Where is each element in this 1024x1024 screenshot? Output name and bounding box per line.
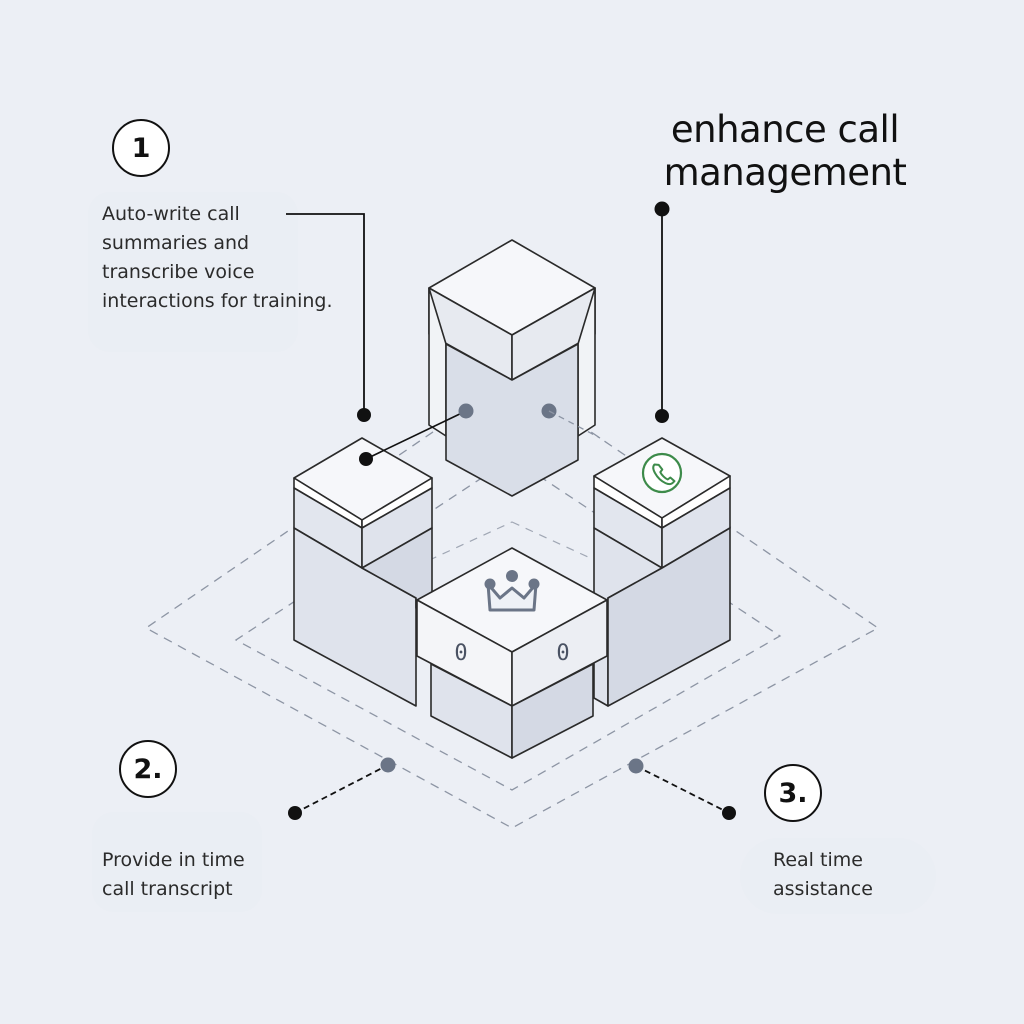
step-1-connector [286, 213, 365, 415]
outer-dashed-platform [144, 377, 880, 829]
step-2-caption: Provide in time call transcript [102, 849, 245, 900]
step-3-platform-node [628, 758, 644, 774]
step-3-badge: 3. [764, 764, 822, 822]
step-3-connector [635, 765, 730, 814]
step-2-badge: 2. [119, 740, 177, 798]
left-tower-block [293, 437, 433, 707]
front-block-left-digit: 0 [454, 641, 467, 666]
step-3-outer-dot [722, 806, 736, 820]
front-block-right-digit: 0 [556, 641, 569, 666]
step-2-connector [294, 764, 389, 814]
headline-connector-top-dot [654, 201, 670, 217]
step-2-outer-dot [288, 806, 302, 820]
step-1-caption: Auto-write call summaries and transcribe… [102, 203, 333, 312]
phone-icon [641, 452, 683, 494]
step-1-connector-dot [357, 408, 371, 422]
left-tower-node [359, 452, 373, 466]
headline-title: enhance call management [663, 108, 907, 194]
caption-backdrop-3 [740, 838, 936, 914]
back-tower-block [428, 239, 596, 497]
step-1-badge: 1 [112, 119, 170, 177]
crown-icon [484, 570, 540, 612]
back-tower-left-node [458, 403, 474, 419]
headline-connector-bottom-dot [655, 409, 669, 423]
back-right-dashed-link [548, 410, 601, 439]
caption-backdrop-2 [92, 812, 262, 912]
caption-backdrop-1 [88, 192, 298, 352]
left-to-back-connector [365, 410, 467, 460]
step-3-caption: Real time assistance [773, 849, 873, 900]
step-2-platform-node [380, 757, 396, 773]
